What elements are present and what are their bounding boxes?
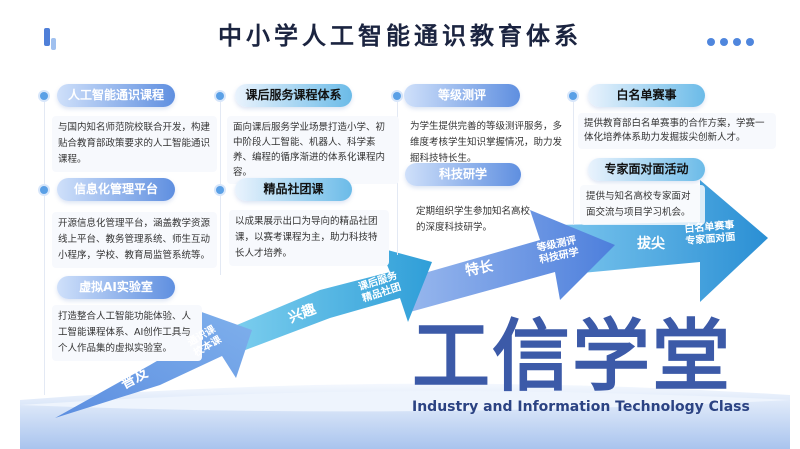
pill-after-school: 课后服务课程体系 [235, 84, 352, 107]
column-line [220, 95, 221, 275]
timeline-dot [393, 92, 401, 100]
pill-ai-course: 人工智能通识课程 [57, 84, 175, 107]
brand-logo: 工信学堂 [412, 312, 733, 402]
decor-dot [746, 38, 754, 46]
arrow-stage-1 [55, 310, 252, 418]
pill-expert: 专家面对面活动 [588, 158, 705, 181]
pill-assessment: 等级测评 [404, 84, 520, 107]
desc-info-platform: 开源信息化管理平台，涵盖教学资源线上平台、教务管理系统、师生互动小程序，学校、教… [52, 212, 217, 268]
arrow-stage-4 [555, 180, 768, 302]
stage-sub-4: 白名单赛事专家面对面 [684, 220, 736, 248]
decor-bar [44, 28, 50, 46]
pill-info-platform: 信息化管理平台 [57, 178, 175, 201]
brand-english: Industry and Information Technology Clas… [412, 399, 750, 415]
arrow-stage-2 [225, 248, 432, 352]
pill-whitelist: 白名单赛事 [588, 84, 705, 107]
platform-highlight [20, 391, 790, 412]
timeline-dot [40, 92, 48, 100]
decor-dot [720, 38, 728, 46]
stage-label-4: 拔尖 [637, 236, 665, 252]
pill-club: 精品社团课 [235, 178, 352, 201]
page-title: 中小学人工智能通识教育体系 [218, 22, 582, 50]
timeline-dot [216, 92, 224, 100]
decor-dot [733, 38, 741, 46]
desc-study-tour: 定期组织学生参加知名高校的深度科技研学。 [416, 206, 531, 233]
timeline-dot [569, 92, 577, 100]
desc-after-school: 面向课后服务学业场景打造小学、初中阶段人工智能、机器人、科学素养、编程的循序渐进… [227, 116, 399, 184]
pill-study-tour: 科技研学 [405, 163, 521, 186]
timeline-dot [40, 186, 48, 194]
desc-virtual-lab: 打造整合人工智能功能体验、人工智能课程体系、AI创作工具与个人作品集的虚拟实验室… [52, 305, 202, 361]
column-line [573, 95, 574, 225]
desc-club: 以成果展示出口为导向的精品社团课，以赛考课程为主，助力科技特长人才培养。 [229, 210, 389, 266]
desc-whitelist: 提供教育部白名单赛事的合作方案，学赛一体化培养体系助力发掘拔尖创新人才。 [578, 113, 776, 149]
desc-ai-course: 与国内知名师范院校联合开发，构建贴合教育部政策要求的人工智能通识课程。 [52, 116, 217, 172]
arrow-stage-3 [400, 210, 615, 312]
timeline-dot [216, 186, 224, 194]
pill-virtual-lab: 虚拟AI实验室 [57, 276, 175, 299]
column-line [44, 95, 45, 395]
decor-bar [51, 38, 56, 50]
decor-dot [707, 38, 715, 46]
desc-assessment: 为学生提供完善的等级测评服务，多维度考核学生知识掌握情况，助力发掘科技特长生。 [410, 121, 563, 164]
desc-expert: 提供与知名高校专家面对面交流与项目学习机会。 [580, 185, 705, 225]
